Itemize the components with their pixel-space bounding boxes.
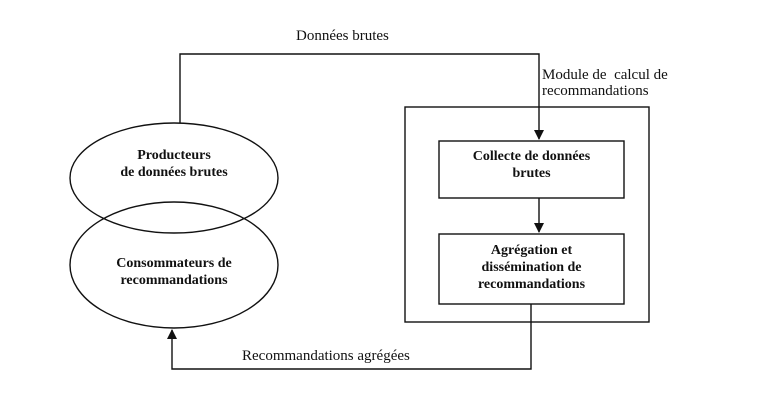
collect-box [438, 140, 625, 199]
consumers-label: Consommateurs de recommandations [94, 254, 254, 290]
collect-box-line1: Collecte de données [472, 148, 591, 164]
consumers-label-line1: Consommateurs de [116, 256, 232, 271]
aggregated-recommendations-label: Recommandations agrégées [242, 348, 410, 364]
consumers-label-line2: recommandations [120, 273, 228, 288]
consumers-ellipse [69, 201, 279, 329]
aggregation-box-line1: Agrégation et [490, 242, 573, 258]
producers-ellipse [69, 122, 279, 234]
aggregation-box-line3: recommandations [477, 276, 586, 292]
aggregation-box-line2: dissémination de [481, 259, 582, 275]
module-box [404, 106, 650, 323]
raw-data-label: Données brutes [296, 28, 389, 44]
collect-box-line2: brutes [512, 165, 551, 181]
raw-data-arrow [179, 53, 544, 140]
module-label-line1: Module de calcul de [542, 67, 668, 83]
aggregation-box-label: Agrégation et dissémination de recommand… [439, 234, 624, 300]
aggregated-recommendations-arrow [167, 304, 532, 370]
module-label-line2: recommandations [542, 83, 649, 99]
producers-label: Producteurs de données brutes [94, 146, 254, 182]
producers-label-line1: Producteurs [137, 148, 211, 163]
collect-box-label: Collecte de données brutes [439, 141, 624, 188]
producers-label-line2: de données brutes [120, 165, 228, 180]
